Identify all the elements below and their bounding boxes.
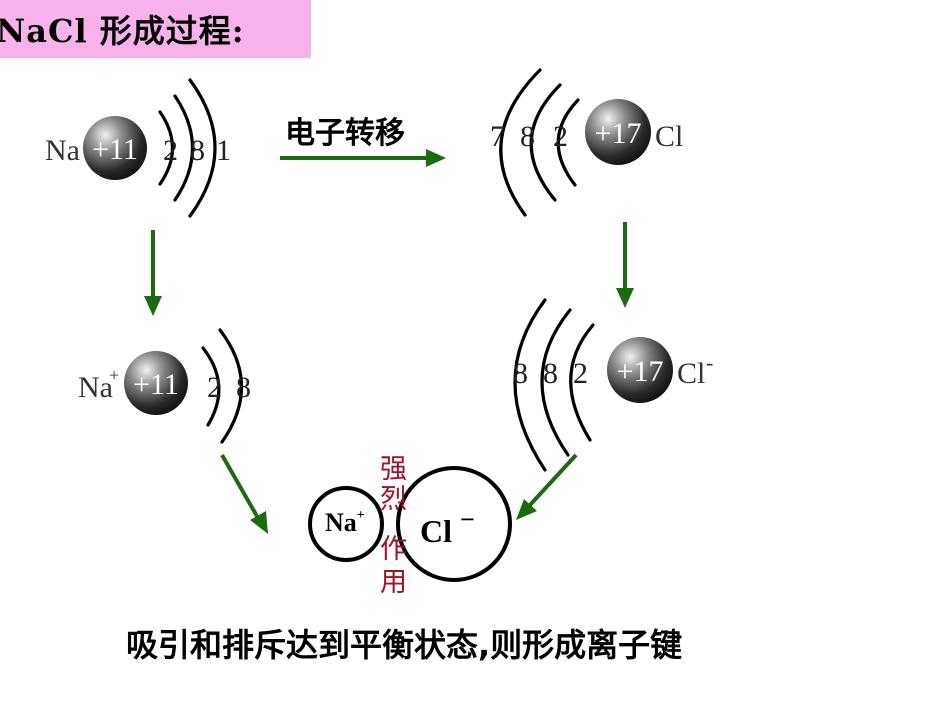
na-ion-shell-count-2: 8 (236, 371, 251, 404)
cl-ion-shell-2 (540, 308, 572, 457)
cl-ion-circle (396, 466, 512, 582)
na-atom-shell-count-3: 1 (216, 134, 231, 167)
na-ion-shell-count-1: 2 (207, 371, 222, 404)
cl-to-ion-arrow (616, 222, 634, 308)
na-atom-shell-count-2: 8 (190, 134, 205, 167)
cl-ion-to-pair-arrow (516, 453, 578, 520)
na-ion-to-pair-arrow (220, 454, 268, 534)
cl-atom-symbol: Cl (655, 120, 683, 153)
cl-ion-shell-count-2: 8 (543, 357, 558, 390)
cl-atom-nucleus (585, 99, 651, 165)
cl-ion-shell-count-1: 8 (513, 357, 528, 390)
cl-ion-symbol: Cl (677, 357, 705, 390)
cl-ion-shell-3 (569, 323, 595, 442)
cl-ion-nucleus (607, 337, 673, 403)
na-atom: Na +11 2 8 1 (45, 78, 231, 218)
cl-atom-shell-2 (529, 83, 562, 202)
na-atom-shell-2 (173, 94, 194, 202)
conclusion-text: 吸引和排斥达到平衡状态,则形成离子键 (126, 626, 683, 664)
na-ion-nucleus (124, 351, 188, 415)
ion-pair-cl-label: Cl − (420, 505, 475, 550)
na-ion-nucleus-charge: +11 (133, 368, 179, 401)
cl-atom-nucleus-charge: +17 (595, 117, 642, 150)
cl-ion-shell-count-3: 2 (573, 357, 588, 390)
cl-atom-shell-count-1: 7 (490, 120, 505, 153)
cl-atom-shell-count-3: 2 (553, 120, 568, 153)
cl-atom-shell-count-2: 8 (520, 120, 535, 153)
cl-ion-charge: - (706, 350, 713, 375)
ion-pair-cl-symbol: Cl (420, 513, 452, 549)
cl-ion-nucleus-charge: +17 (617, 355, 664, 388)
cl-atom-shell-1 (499, 68, 542, 217)
ion-pair-na-label: Na+ (325, 508, 365, 538)
na-ion-shell-1 (201, 346, 221, 427)
na-atom-shell-3 (188, 78, 217, 218)
na-ion-circle (308, 486, 384, 562)
title-banner: NaCl 形成过程: (0, 0, 311, 58)
page-title: NaCl 形成过程: (0, 12, 245, 50)
electron-transfer-label: 电子转移 (285, 116, 405, 151)
na-atom-symbol: Na (45, 134, 80, 167)
na-ion-shell-2 (218, 328, 244, 444)
na-atom-nucleus-charge: +11 (92, 133, 138, 166)
interaction-label-char-1: 强 (380, 454, 407, 485)
electron-transfer-arrow (280, 149, 446, 167)
ion-pair-na-charge: + (356, 508, 365, 523)
cl-ion: 8 8 2 +17 Cl - (513, 298, 713, 472)
cl-atom-shell-3 (556, 98, 580, 187)
na-atom-shell-count-1: 2 (163, 134, 178, 167)
cl-ion-shell-1 (513, 298, 547, 472)
na-to-ion-arrow (144, 230, 162, 316)
na-atom-shell-1 (158, 110, 175, 186)
na-ion-symbol: Na (78, 371, 113, 404)
interaction-label-char-2: 烈 (380, 484, 407, 515)
ion-pair-na-symbol: Na (325, 508, 357, 537)
na-atom-nucleus (83, 116, 147, 180)
cl-atom: 7 8 2 +17 Cl (490, 68, 683, 217)
interaction-label-char-4: 用 (380, 567, 407, 598)
interaction-label-char-3: 作 (380, 534, 407, 565)
na-ion-charge: + (109, 365, 119, 385)
ion-pair-cl-charge: − (460, 505, 475, 534)
na-ion: Na + +11 2 8 (78, 328, 251, 444)
